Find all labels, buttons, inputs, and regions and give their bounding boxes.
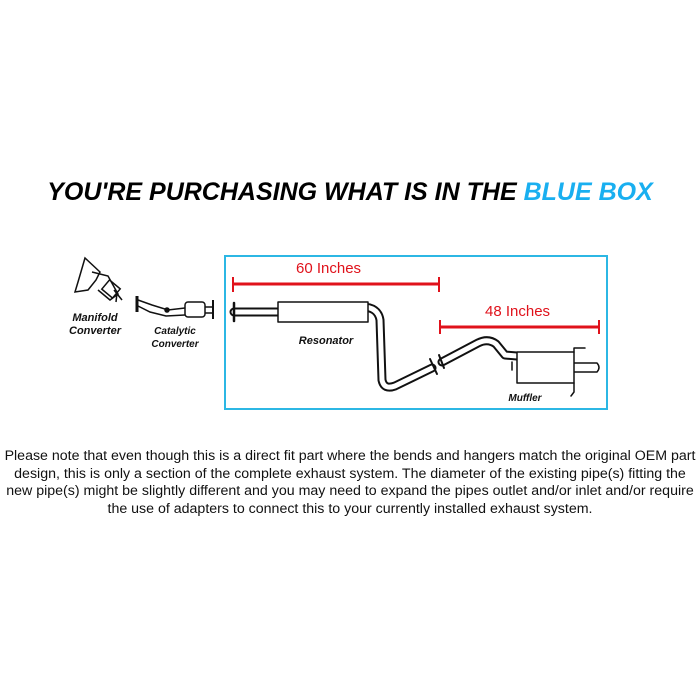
dimension-60-line xyxy=(232,277,440,292)
dimension-48-label: 48 Inches xyxy=(485,303,551,320)
manifold-converter-label: Manifold Converter xyxy=(69,312,121,337)
muffler-shape xyxy=(516,351,575,384)
catalytic-converter-icon xyxy=(135,296,214,319)
page-title: YOU'RE PURCHASING WHAT IS IN THE BLUE BO… xyxy=(0,178,700,207)
catalytic-converter-label: Catalytic Converter xyxy=(151,326,199,350)
disclaimer-note: Please note that even though this is a d… xyxy=(4,448,696,517)
title-prefix: YOU'RE PURCHASING WHAT IS IN THE xyxy=(47,178,517,206)
exhaust-pipe xyxy=(229,301,600,397)
dimension-48-line xyxy=(439,320,600,334)
muffler-label: Muffler xyxy=(508,393,542,404)
dimension-60-label: 60 Inches xyxy=(296,260,362,277)
title-highlight: BLUE BOX xyxy=(523,178,653,206)
resonator-label: Resonator xyxy=(298,335,354,347)
blue-box xyxy=(224,255,608,410)
manifold-converter-icon xyxy=(73,256,123,303)
